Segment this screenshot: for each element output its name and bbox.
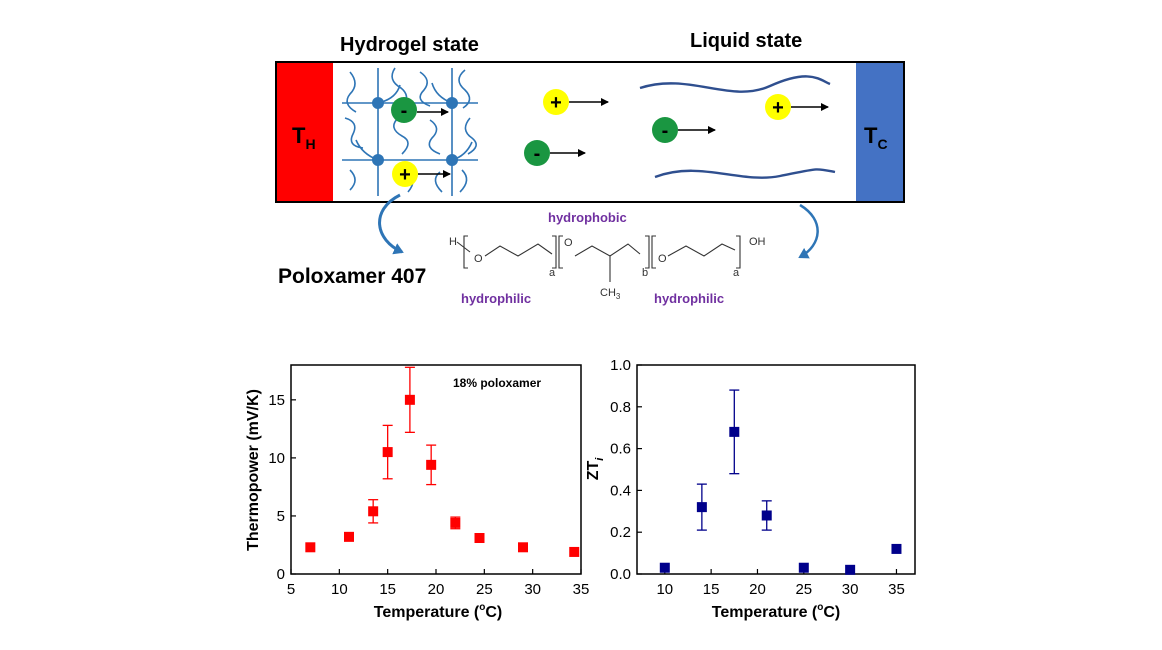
chart2-ylabel: ZTi [585, 457, 606, 481]
chart2-xtick-label: 25 [795, 581, 812, 598]
chart2-data-point [696, 502, 707, 513]
atom-h: H [449, 236, 457, 248]
cation-1: + [392, 161, 451, 187]
chart1-ytick-label: 0 [277, 566, 285, 583]
chart1-xtick-label: 20 [428, 581, 445, 598]
crosslink-nodes [372, 97, 458, 166]
chart1-data-point [426, 459, 437, 470]
chart2-xtick-label: 10 [656, 581, 673, 598]
liquid-state-label: Liquid state [690, 30, 802, 52]
chart1-x-axis: 5 10 15 20 25 30 35 [287, 569, 590, 598]
chart2-data-point [659, 562, 670, 573]
chart1-data-point [305, 542, 316, 553]
chart2-x-axis: 10 15 20 25 30 35 [656, 569, 905, 598]
svg-text:+: + [550, 92, 562, 114]
hot-electrode [277, 63, 333, 201]
svg-text:-: - [534, 143, 541, 165]
chart1-xtick-label: 15 [379, 581, 396, 598]
hydrogel-state-label: Hydrogel state [340, 34, 479, 56]
chart1-ytick-label: 15 [268, 392, 285, 409]
chart2-ytick-label: 0.4 [610, 482, 631, 499]
chart1-ytick-label: 5 [277, 508, 285, 525]
chart1-data-point [569, 546, 580, 557]
anion-3: - [652, 117, 716, 143]
chart1-data-point [474, 533, 485, 544]
chart1-data-point [450, 517, 461, 528]
chart1-xtick-label: 10 [331, 581, 348, 598]
chart2-xtick-label: 20 [749, 581, 766, 598]
chart2-xtick-label: 15 [703, 581, 720, 598]
svg-text:-: - [662, 120, 669, 142]
subscript-a2: a [733, 267, 740, 279]
chart2-xtick-label: 35 [888, 581, 905, 598]
subscript-b: b [642, 267, 648, 279]
chart1-xlabel: Temperature (oC) [374, 602, 503, 621]
chart2-data-point [845, 564, 856, 575]
cell-frame [275, 61, 905, 203]
poloxamer-structure: Poloxamer 407 hydrophobic hydrophilic hy… [278, 210, 766, 306]
chart1-data-point [382, 447, 393, 458]
chart2-ytick-label: 1.0 [610, 357, 631, 374]
chart1-data-point [344, 531, 354, 542]
chart1-series [305, 366, 580, 557]
chart2-data-point [729, 426, 740, 437]
liquid-polymer-bottom [654, 168, 836, 179]
chart2-ytick-label: 0.8 [610, 399, 631, 416]
subscript-a1: a [549, 267, 556, 279]
svg-text:-: - [401, 100, 408, 122]
chart2-ytick-label: 0.0 [610, 566, 631, 583]
liquid-polymer-top [639, 75, 831, 93]
chart1-annotation: 18% poloxamer [453, 376, 541, 390]
curved-arrow-right [798, 203, 819, 259]
chart1-ytick-label: 10 [268, 450, 285, 467]
chart2-xtick-label: 30 [842, 581, 859, 598]
chart2-data-point [798, 562, 809, 573]
chart2-ytick-label: 0.2 [610, 524, 631, 541]
atom-o1: O [474, 253, 483, 265]
cold-electrode-label: TC [864, 123, 888, 152]
chart1-data-point [518, 542, 528, 553]
chart1-ylabel: Thermopower (mV/K) [245, 389, 262, 551]
chart1-data-point [404, 394, 415, 405]
chart2-ytick-label: 0.6 [610, 441, 631, 458]
chart1-xtick-label: 35 [573, 581, 590, 598]
schematic: TH TC Hydrogel state Liquid state [275, 30, 905, 259]
chart1-xtick-label: 30 [524, 581, 541, 598]
cation-2: + [543, 89, 609, 115]
chart2-data-point [891, 543, 902, 554]
chart2-xlabel: Temperature (oC) [712, 602, 841, 621]
atom-o2: O [564, 237, 573, 249]
atom-ch3: CH3 [600, 287, 621, 301]
cold-electrode [856, 63, 903, 201]
chart2-series [659, 389, 902, 575]
chart1-data-point [368, 506, 379, 517]
svg-text:+: + [399, 164, 411, 186]
anion-2: - [524, 140, 586, 166]
curved-arrow-left [378, 193, 404, 255]
skeletal-bonds [456, 235, 741, 282]
cation-3: + [765, 94, 829, 120]
chart1-xtick-label: 25 [476, 581, 493, 598]
chart2-y-axis: 0.0 0.2 0.4 0.6 0.8 1.0 [610, 357, 642, 583]
molecule-name: Poloxamer 407 [278, 265, 426, 288]
chart1-y-axis: 0 5 10 15 [268, 392, 296, 583]
anion-1: - [391, 97, 449, 123]
chart1-xtick-label: 5 [287, 581, 295, 598]
zt-chart: 10 15 20 25 30 35 0.0 0.2 0.4 0.6 0.8 1.0 Temperat… [585, 357, 916, 621]
atom-oh: OH [749, 236, 766, 248]
hydrophilic-right-label: hydrophilic [654, 291, 724, 306]
hydrophilic-left-label: hydrophilic [461, 291, 531, 306]
hydrophobic-label: hydrophobic [548, 210, 627, 225]
svg-text:+: + [772, 97, 784, 119]
chart2-data-point [761, 510, 772, 521]
chart2-frame [636, 364, 916, 575]
atom-o3: O [658, 253, 667, 265]
hot-electrode-label: TH [292, 123, 316, 152]
